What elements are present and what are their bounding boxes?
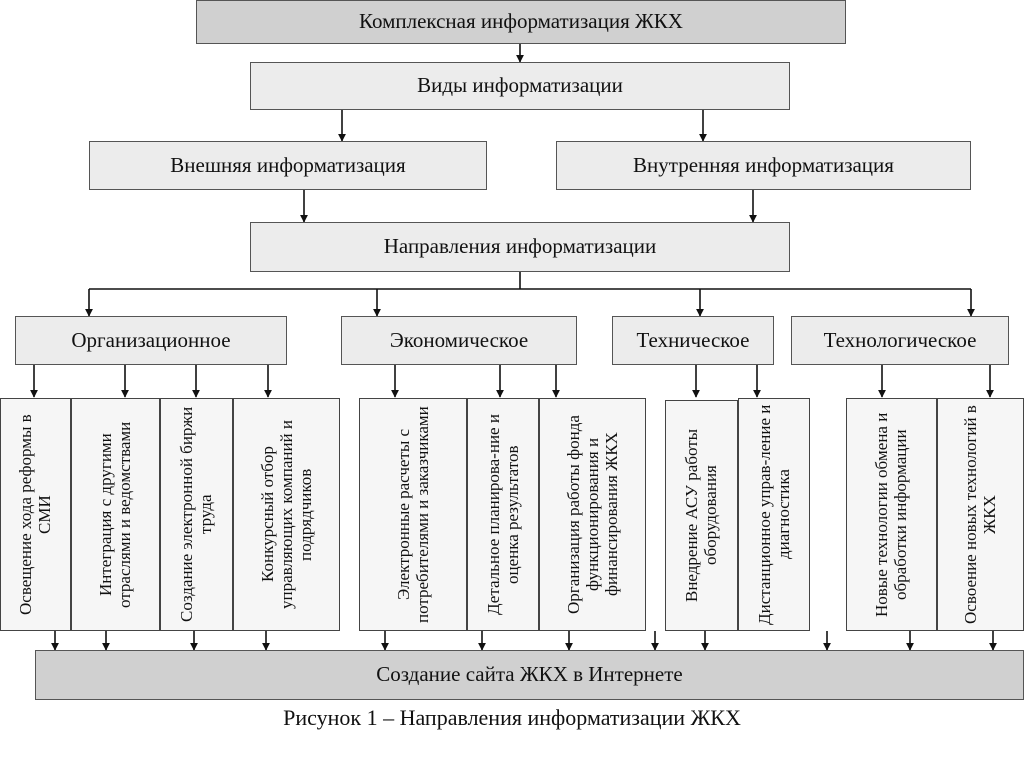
types-label: Виды информатизации <box>417 73 623 98</box>
item-cell: Электронные расчеты с потребителями и за… <box>359 398 467 631</box>
root-label: Комплексная информатизация ЖКХ <box>359 9 683 34</box>
figure-caption: Рисунок 1 – Направления информатизации Ж… <box>283 705 741 730</box>
external-box: Внешняя информатизация <box>89 141 487 190</box>
bottom-box: Создание сайта ЖКХ в Интернете <box>35 650 1024 700</box>
category-economic: Экономическое <box>341 316 577 365</box>
item-text: Интеграция с другими отраслями и ведомст… <box>96 421 135 608</box>
item-cell: Конкурсный отбор управляющих компаний и … <box>233 398 340 631</box>
external-label: Внешняя информатизация <box>170 152 406 177</box>
internal-box: Внутренняя информатизация <box>556 141 971 190</box>
item-cell: Интеграция с другими отраслями и ведомст… <box>71 398 160 631</box>
item-text: Новые технологии обмена и обработки инфо… <box>872 412 911 617</box>
item-text: Дистанционное управ-ление и диагностика <box>754 404 793 625</box>
bottom-label: Создание сайта ЖКХ в Интернете <box>376 662 683 687</box>
item-cell: Организация работы фонда функционировани… <box>539 398 646 631</box>
item-cell: Освоение новых технологий в ЖКХ <box>937 398 1024 631</box>
item-cell: Детальное планирова-ние и оценка результ… <box>467 398 539 631</box>
item-text: Освоение новых технологий в ЖКХ <box>961 405 1000 624</box>
item-cell: Создание электронной биржи труда <box>160 398 233 631</box>
item-text: Организация работы фонда функционировани… <box>563 415 622 614</box>
directions-box: Направления информатизации <box>250 222 790 272</box>
item-text: Детальное планирова-ние и оценка результ… <box>483 414 522 615</box>
item-text: Конкурсный отбор управляющих компаний и … <box>257 420 316 610</box>
item-text: Внедрение АСУ работы оборудования <box>682 428 721 603</box>
item-cell: Внедрение АСУ работы оборудования <box>665 400 738 631</box>
internal-label: Внутренняя информатизация <box>633 152 894 177</box>
category-organizational: Организационное <box>15 316 287 365</box>
category-label: Техническое <box>636 327 750 352</box>
category-label: Экономическое <box>389 327 529 352</box>
directions-label: Направления информатизации <box>383 234 657 259</box>
item-cell: Освещение хода реформы в СМИ <box>0 398 71 631</box>
category-technical: Техническое <box>612 316 774 365</box>
category-label: Организационное <box>71 327 231 352</box>
root-box: Комплексная информатизация ЖКХ <box>196 0 846 44</box>
category-label: Технологическое <box>823 327 977 352</box>
item-text: Создание электронной биржи труда <box>177 406 216 623</box>
types-box: Виды информатизации <box>250 62 790 110</box>
item-cell: Новые технологии обмена и обработки инфо… <box>846 398 937 631</box>
item-text: Электронные расчеты с потребителями и за… <box>393 406 432 623</box>
item-cell: Дистанционное управ-ление и диагностика <box>738 398 810 631</box>
item-text: Освещение хода реформы в СМИ <box>16 414 55 615</box>
category-technological: Технологическое <box>791 316 1009 365</box>
